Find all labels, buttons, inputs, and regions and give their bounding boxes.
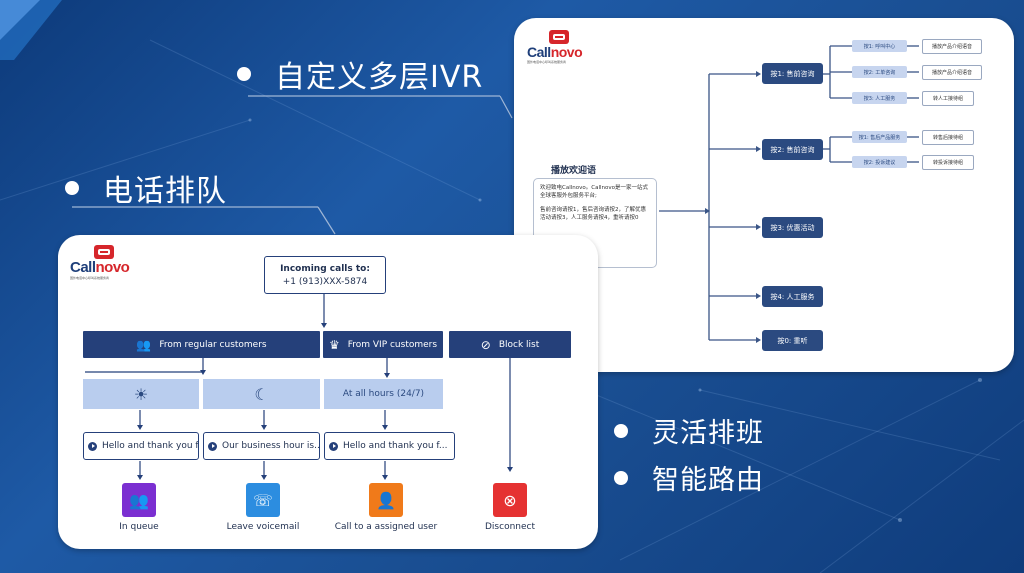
bullet-custom-ivr: 自定义多层IVR <box>237 52 483 96</box>
bullet-dot <box>237 67 251 81</box>
group-label: Block list <box>498 339 540 350</box>
bullet-text: 智能路由 <box>652 465 764 496</box>
people-icon: 👥 <box>136 337 152 352</box>
incoming-title: Incoming calls to: <box>280 264 370 274</box>
schedule-night: ☾ <box>203 379 320 409</box>
callnovo-logo: Callnovo 国外电话中心呼叫系统服务商 <box>70 245 130 280</box>
ivr-menu-option-3: 按3: 优惠活动 <box>762 217 823 238</box>
group-vip-customers: ♛ From VIP customers <box>323 331 443 358</box>
bullet-text: 自定义多层IVR <box>275 60 484 95</box>
queue-users-icon: 👥 <box>122 483 156 517</box>
ivr-submenu-item: 按3: 人工服务 <box>852 92 907 104</box>
greeting-message: Our business hour is... <box>203 432 320 460</box>
group-label: From regular customers <box>159 339 267 350</box>
chat-bubble-logo-icon <box>94 245 114 259</box>
ivr-menu-option-4: 按4: 人工服务 <box>762 286 823 307</box>
crown-icon: ♛ <box>328 337 340 352</box>
ivr-submenu-item: 按2: 工单咨询 <box>852 66 907 78</box>
schedule-24-7: At all hours (24/7) <box>324 379 443 409</box>
assigned-user-icon: 👤 <box>369 483 403 517</box>
action-label-disconnect: Disconnect <box>485 522 535 532</box>
action-label-assigned-user: Call to a assigned user <box>334 522 438 532</box>
action-label-in-queue: In queue <box>119 522 159 532</box>
ivr-action-box: 播放产品介绍语音 <box>922 65 982 80</box>
bullet-dot <box>614 423 628 438</box>
ivr-menu-option-1: 按1: 售前咨询 <box>762 63 823 84</box>
ivr-menu-option-2: 按2: 售前咨询 <box>762 139 823 160</box>
group-label: From VIP customers <box>347 339 438 350</box>
play-icon <box>208 441 217 451</box>
group-regular-customers: 👥 From regular customers <box>83 331 320 358</box>
logo-tagline: 国外电话中心呼叫系统服务商 <box>527 60 567 64</box>
ivr-submenu-item: 按1: 呼叫中心 <box>852 40 907 52</box>
sun-icon: ☀ <box>133 384 149 404</box>
welcome-text-2: 售前咨询请按1，售后咨询请按2，了解优惠活动请按3，人工服务请按4，重听请按0 <box>540 206 646 221</box>
bullet-text: 灵活排班 <box>652 418 764 449</box>
bullet-call-queue: 电话排队 <box>65 166 227 210</box>
ivr-action-box: 转售后接待组 <box>922 130 974 145</box>
logo-tagline: 国外电话中心呼叫系统服务商 <box>70 276 110 280</box>
incoming-calls-box: Incoming calls to: +1 (913)XXX-5874 <box>264 256 386 294</box>
greeting-message: Hello and thank you f... <box>324 432 455 460</box>
chat-bubble-logo-icon <box>549 30 569 44</box>
play-icon <box>329 441 338 451</box>
bullet-smart-routing: 智能路由 <box>614 458 764 497</box>
callnovo-logo: Callnovo 国外电话中心呼叫系统服务商 <box>527 30 583 64</box>
bullet-dot <box>614 470 628 485</box>
group-block-list: ⊘ Block list <box>449 331 571 358</box>
ivr-action-box: 转投诉接待组 <box>922 155 974 170</box>
voicemail-icon: ☏ <box>246 483 280 517</box>
ivr-menu-option-0: 按0: 重听 <box>762 330 823 351</box>
greeting-message: Hello and thank you f... <box>83 432 199 460</box>
ivr-submenu-item: 按2: 投诉建议 <box>852 156 907 168</box>
ivr-submenu-item: 按1: 售后产品服务 <box>852 131 907 143</box>
block-icon: ⊘ <box>480 337 491 352</box>
bullet-dot <box>65 181 79 195</box>
ivr-action-box: 播放产品介绍语音 <box>922 39 982 54</box>
moon-icon: ☾ <box>254 384 269 404</box>
bullet-flexible-scheduling: 灵活排班 <box>614 411 764 450</box>
incoming-number: +1 (913)XXX-5874 <box>282 277 368 288</box>
welcome-title: 播放欢迎语 <box>551 166 597 176</box>
schedule-daytime: ☀ <box>83 379 199 409</box>
bullet-text: 电话排队 <box>103 174 227 209</box>
play-icon <box>88 441 97 451</box>
ivr-action-box: 转人工接待组 <box>922 91 974 106</box>
action-label-voicemail: Leave voicemail <box>226 522 300 532</box>
disconnect-icon: ⊗ <box>493 483 527 517</box>
welcome-text-1: 欢迎致电Callnovo。Callnovo是一家一站式全球客服外包服务平台; <box>540 185 648 200</box>
